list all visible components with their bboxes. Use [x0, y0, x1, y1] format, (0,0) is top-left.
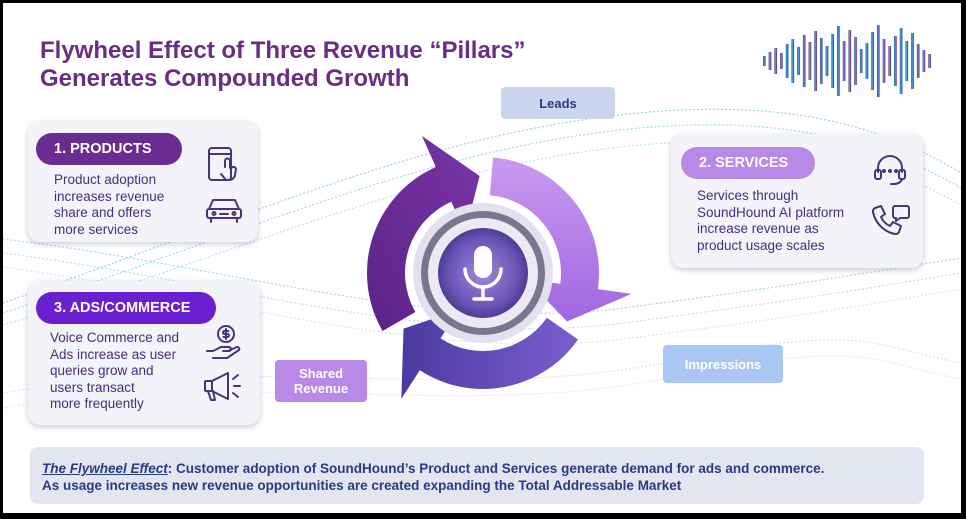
megaphone-icon: [204, 372, 241, 401]
summary-line-1: : Customer adoption of SoundHound’s Prod…: [167, 461, 825, 476]
logo-bar: [802, 35, 806, 87]
logo-bar: [865, 43, 869, 79]
flywheel-diagram: [367, 135, 632, 399]
ads-text-line: Voice Commerce and: [50, 330, 180, 345]
shared-revenue-line-2: Revenue: [293, 381, 349, 396]
products-pill: 1. PRODUCTS: [36, 133, 182, 165]
money-hand-icon: [206, 325, 241, 359]
logo-bar: [763, 56, 766, 66]
logo-bar: [888, 46, 891, 76]
services-description: Services through SoundHound AI platform …: [697, 188, 844, 254]
microphone-icon: [463, 246, 503, 301]
ads-commerce-card: 3. ADS/COMMERCE Voice Commerce and Ads i…: [28, 281, 260, 425]
logo-bar: [791, 39, 795, 83]
logo-bar: [774, 48, 777, 74]
logo-bar: [859, 49, 863, 73]
shared-revenue-line-1: Shared: [298, 366, 344, 381]
leads-label: Leads: [501, 87, 615, 119]
car-icon: [206, 199, 242, 223]
ads-text-line: users transact: [50, 379, 135, 395]
logo-bar: [808, 42, 812, 80]
logo-bar: [785, 44, 789, 78]
logo-bar: [797, 47, 800, 75]
phone-chat-icon: [871, 205, 910, 236]
summary-text: The Flywheel Effect: Customer adoption o…: [42, 460, 914, 494]
services-pill: 2. SERVICES: [681, 147, 815, 179]
logo-bar: [780, 53, 783, 69]
shared-revenue-label: Shared Revenue: [275, 360, 367, 402]
summary-lead: The Flywheel Effect: [42, 461, 168, 476]
services-text-line: product usage scales: [697, 237, 825, 253]
tablet-touch-icon: [208, 147, 237, 182]
ads-commerce-description: Voice Commerce and Ads increase as user …: [50, 330, 179, 413]
services-card: 2. SERVICES Services through SoundHound …: [671, 134, 923, 268]
soundwave-logo-icon: [763, 25, 931, 97]
products-text-line: Product adoption: [54, 172, 157, 187]
flywheel-arc-ads: [401, 309, 579, 399]
services-text-line: increase revenue as: [697, 221, 819, 236]
logo-bar: [831, 34, 834, 88]
logo-bar: [820, 38, 823, 84]
title-line-2: Generates Compounded Growth: [40, 65, 410, 92]
logo-bar: [848, 30, 852, 92]
products-text-line: more services: [54, 221, 139, 237]
logo-bar: [894, 36, 897, 86]
ads-text-line: Ads increase as user: [50, 346, 177, 362]
flywheel-effect-summary: The Flywheel Effect: Customer adoption o…: [30, 447, 924, 504]
logo-bar: [837, 26, 840, 96]
ads-text-line: queries grow and: [50, 363, 154, 378]
products-text-line: increases revenue: [54, 188, 165, 204]
logo-bar: [871, 32, 874, 90]
logo-bar: [877, 25, 880, 97]
flywheel-arc-services: [489, 157, 632, 322]
logo-bar: [768, 52, 772, 70]
services-text-line: SoundHound AI platform: [697, 204, 845, 220]
ads-commerce-pill: 3. ADS/COMMERCE: [36, 292, 216, 324]
logo-bar: [842, 41, 846, 81]
logo-bar: [922, 50, 926, 72]
products-text-line: share and offers: [54, 205, 152, 220]
services-text-line: Services through: [697, 188, 799, 203]
logo-bar: [825, 46, 829, 76]
logo-bar: [911, 33, 914, 89]
products-description: Product adoption increases revenue share…: [54, 172, 164, 238]
logo-bar: [916, 44, 920, 78]
logo-bar: [905, 41, 909, 81]
logo-bar: [854, 37, 857, 85]
logo-bar: [899, 28, 903, 94]
logo-bar: [814, 31, 817, 91]
headset-icon: [874, 155, 906, 186]
impressions-label: Impressions: [663, 345, 783, 383]
flywheel-arc-products: [367, 135, 480, 331]
logo-bar: [882, 39, 886, 83]
page-title: Flywheel Effect of Three Revenue “Pillar…: [40, 37, 680, 93]
logo-bar: [928, 54, 931, 68]
ads-text-line: more frequently: [50, 396, 144, 411]
slide: Flywheel Effect of Three Revenue “Pillar…: [3, 3, 961, 513]
title-line-1: Flywheel Effect of Three Revenue “Pillar…: [40, 37, 526, 64]
products-card: 1. PRODUCTS Product adoption increases r…: [28, 121, 258, 242]
summary-line-2: As usage increases new revenue opportuni…: [42, 478, 682, 493]
